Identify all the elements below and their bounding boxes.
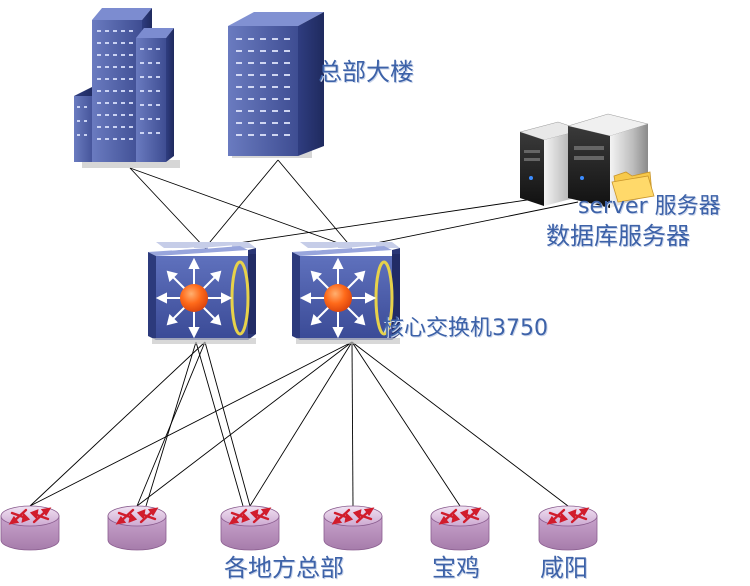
folder-icon bbox=[611, 171, 655, 203]
link-building-right-to-switch-left bbox=[204, 159, 279, 249]
hq-building-label: 总部大楼 bbox=[318, 58, 414, 86]
db-server-label: 数据库服务器 bbox=[546, 222, 690, 250]
layer3-switch-icon bbox=[292, 242, 400, 344]
link-switch-right-to-router-3 bbox=[249, 341, 353, 507]
router-icon bbox=[107, 505, 167, 551]
core-switch-label: 核心交换机3750 bbox=[382, 316, 548, 341]
link-switch-right-to-router-1 bbox=[29, 341, 353, 507]
xianyang-label: 咸阳 bbox=[540, 554, 588, 582]
link-switch-left-to-router-2b bbox=[145, 341, 197, 507]
server-label: server 服务器 bbox=[578, 194, 721, 219]
link-building-right-to-switch-right bbox=[277, 159, 353, 249]
link-switch-left-to-router-3 bbox=[204, 341, 251, 507]
link-switch-right-to-router-6 bbox=[351, 341, 569, 507]
office-tower-icon bbox=[228, 12, 324, 158]
link-switch-right-to-router-4 bbox=[351, 341, 354, 507]
baoji-label: 宝鸡 bbox=[432, 554, 480, 582]
server-rack-icon bbox=[519, 113, 655, 208]
network-links bbox=[29, 159, 579, 507]
link-server-to-switch-left bbox=[204, 197, 541, 249]
link-server-to-switch-right bbox=[351, 201, 579, 249]
router-icon bbox=[538, 505, 598, 551]
branch-hq-label: 各地方总部 bbox=[224, 554, 344, 582]
link-building-left-to-switch-right bbox=[129, 167, 353, 249]
layer3-switch-icon bbox=[148, 242, 256, 344]
link-building-left-to-switch-left bbox=[129, 167, 206, 249]
router-icon bbox=[430, 505, 490, 551]
link-switch-left-to-router-3b bbox=[195, 341, 244, 507]
office-tower-icon bbox=[74, 8, 180, 168]
router-icon bbox=[323, 505, 383, 551]
routers bbox=[0, 505, 598, 551]
link-switch-right-to-router-2 bbox=[136, 341, 353, 507]
link-switch-left-to-router-1 bbox=[29, 341, 206, 507]
link-switch-right-to-router-5 bbox=[351, 341, 461, 507]
router-icon bbox=[220, 505, 280, 551]
router-icon bbox=[0, 505, 60, 551]
